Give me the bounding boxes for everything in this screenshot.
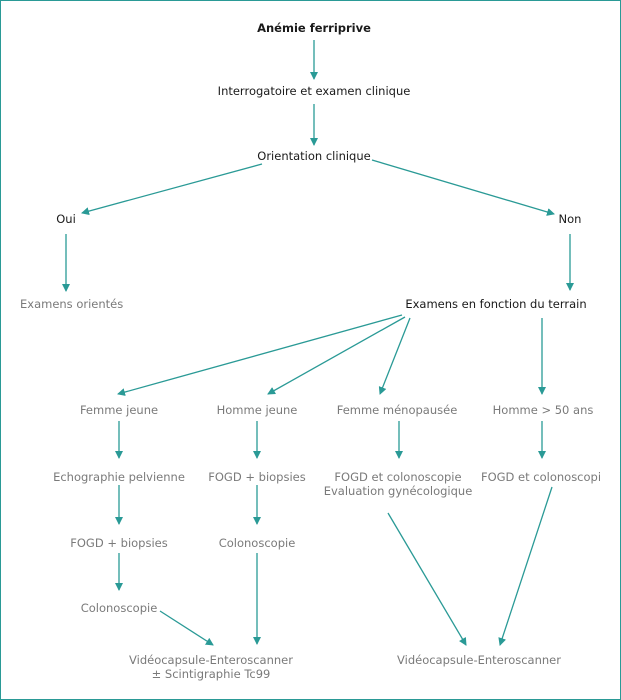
arrow-terrain-to-femme-menopausee (378, 317, 411, 395)
node-fogd-biopsies-femme: FOGD + biopsies (70, 536, 168, 550)
arrow-fogd-colo-to-video-right (387, 512, 467, 646)
node-colonoscopie-homme: Colonoscopie (218, 536, 296, 550)
node-examens-terrain: Examens en fonction du terrain (405, 297, 587, 311)
node-non: Non (558, 212, 582, 226)
node-femme-jeune: Femme jeune (79, 403, 159, 417)
video-left-line1: Vidéocapsule-Enteroscanner (129, 653, 293, 667)
arrow-terrain-to-femme-jeune (117, 314, 403, 396)
node-femme-menopausee: Femme ménopausée (336, 403, 458, 417)
node-orientation: Orientation clinique (257, 149, 371, 163)
node-colonoscopie-femme: Colonoscopie (80, 601, 158, 615)
node-video-right: Vidéocapsule-Enteroscanner (397, 653, 561, 667)
node-fogd-colonoscopi: FOGD et colonoscopi (480, 470, 602, 484)
arrow-orientation-to-oui (81, 163, 263, 216)
node-homme-jeune: Homme jeune (216, 403, 298, 417)
node-fogd-colonoscopie-evaluation: FOGD et colonoscopie Evaluation gynécolo… (324, 470, 473, 498)
node-video-left: Vidéocapsule-Enteroscanner ± Scintigraph… (129, 653, 293, 681)
fogd-colo-line1: FOGD et colonoscopie (334, 470, 462, 484)
node-echographie: Echographie pelvienne (53, 470, 185, 484)
node-interrogatoire: Interrogatoire et examen clinique (217, 84, 411, 98)
arrow-colonoscopie-fj-to-video-left (159, 610, 214, 646)
node-root: Anémie ferriprive (257, 21, 371, 35)
node-examens-orientes: Examens orientés (20, 297, 124, 311)
node-fogd-biopsies-homme: FOGD + biopsies (208, 470, 306, 484)
node-homme-50: Homme > 50 ans (492, 403, 594, 417)
arrow-fogd-colonoscopi-to-video-right (498, 486, 553, 646)
arrow-terrain-to-homme-jeune (267, 316, 406, 395)
arrow-orientation-to-non (371, 159, 555, 216)
video-left-line2: ± Scintigraphie Tc99 (151, 667, 271, 681)
fogd-colo-line2: Evaluation gynécologique (323, 484, 473, 498)
node-oui: Oui (56, 212, 76, 226)
